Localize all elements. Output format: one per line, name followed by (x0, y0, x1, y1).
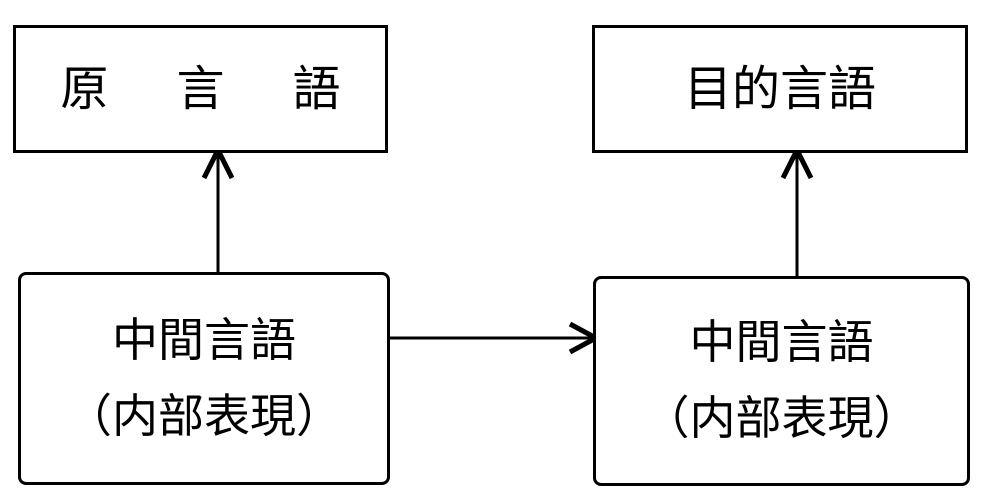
arrow-intermediate-to-target (780, 144, 814, 276)
intermediate-language-label-right: 中間言語 (689, 315, 874, 370)
target-language-box: 目的言語 (592, 25, 968, 153)
arrow-intermediate-to-source (201, 144, 235, 272)
source-language-box: 原 言 語 (13, 25, 388, 153)
arrow-intermediate-to-intermediate (390, 321, 602, 355)
source-language-label: 原 言 語 (60, 61, 367, 117)
internal-representation-label-right: （内部表現） (643, 391, 920, 445)
intermediate-language-box-right: 中間言語 （内部表現） (593, 276, 970, 486)
intermediate-language-label-left: 中間言語 (112, 312, 296, 367)
internal-representation-label-left: （内部表現） (66, 388, 342, 443)
target-language-label: 目的言語 (683, 61, 876, 117)
intermediate-language-box-left: 中間言語 （内部表現） (18, 272, 390, 485)
